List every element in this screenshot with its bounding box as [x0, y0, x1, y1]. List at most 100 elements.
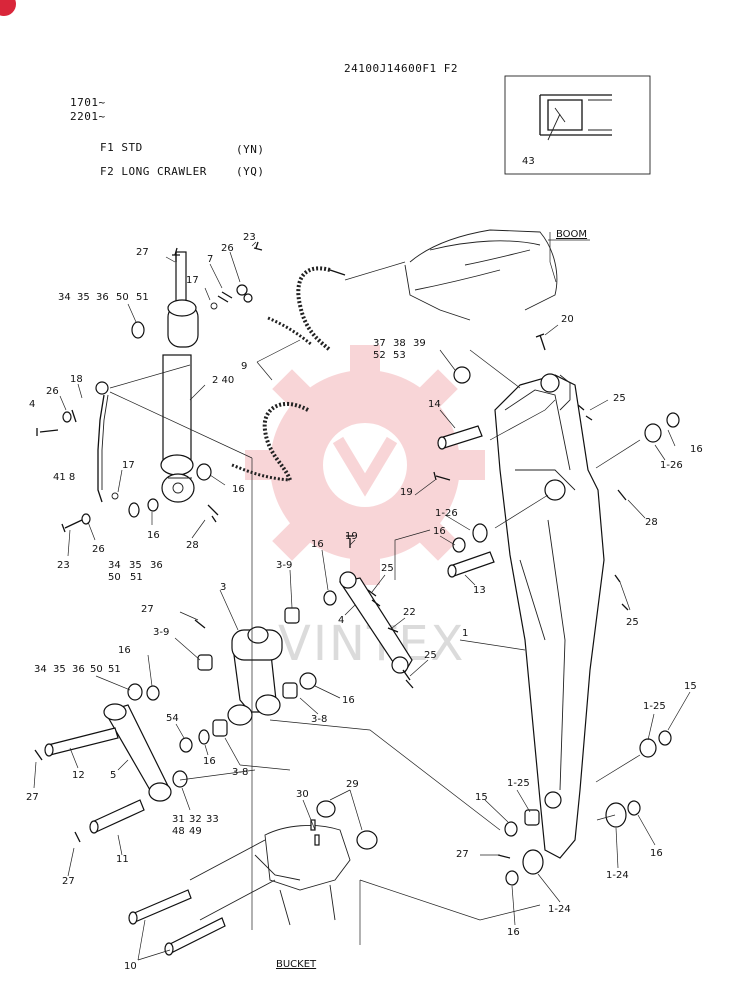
rod-41 — [95, 381, 109, 503]
callout-15: 15 — [684, 681, 697, 692]
callout-9: 9 — [241, 361, 247, 372]
callout-19: 19 — [400, 487, 413, 498]
pin-10 — [128, 889, 226, 956]
callout-16: 16 — [232, 484, 245, 495]
callout-11: 11 — [116, 854, 129, 865]
callout-17: 17 — [186, 275, 199, 286]
callout-35: 35 — [129, 560, 142, 571]
callout-28: 28 — [645, 517, 658, 528]
callout-19: 19 — [345, 531, 358, 542]
callout-52: 52 — [373, 350, 386, 361]
callout-5: 5 — [110, 770, 116, 781]
link-3 — [227, 626, 283, 726]
callout-1-25: 1-25 — [643, 701, 666, 712]
variant-f1-code: (YN) — [236, 143, 265, 156]
callout-27: 27 — [136, 247, 149, 258]
fasteners — [34, 241, 629, 859]
callout-16: 16 — [311, 539, 324, 550]
variant-f2-code: (YQ) — [236, 165, 265, 178]
callout-51: 51 — [108, 664, 121, 675]
callout-16: 16 — [118, 645, 131, 656]
callout-28: 28 — [186, 540, 199, 551]
callout-15: 15 — [475, 792, 488, 803]
callout-1-24: 1-24 — [548, 904, 571, 915]
pin-11 — [89, 799, 145, 834]
callout-27: 27 — [141, 604, 154, 615]
callout-27: 27 — [62, 876, 75, 887]
serial-range-2: 2201~ — [70, 110, 106, 123]
callout-27: 27 — [456, 849, 469, 860]
boom-outline: BOOM — [404, 229, 590, 321]
callout-25: 25 — [626, 617, 639, 628]
callout-39: 39 — [413, 338, 426, 349]
callout-34: 34 — [58, 292, 71, 303]
callout-50: 50 — [90, 664, 103, 675]
pin-14 — [437, 425, 483, 450]
callout-35: 35 — [53, 664, 66, 675]
callout-26: 26 — [92, 544, 105, 555]
callout-50: 50 — [116, 292, 129, 303]
bucket-label: BUCKET — [276, 959, 317, 970]
callout-7: 7 — [207, 254, 213, 265]
bucket-cylinder-2 — [160, 247, 199, 503]
callout-33: 33 — [206, 814, 219, 825]
callout-12: 12 — [72, 770, 85, 781]
callout-53: 53 — [393, 350, 406, 361]
reference-lines — [109, 349, 641, 945]
callout-50: 50 — [108, 572, 121, 583]
callout-49: 49 — [189, 826, 202, 837]
callout-25: 25 — [381, 563, 394, 574]
inset-detail: 43 — [504, 75, 651, 175]
callout-1-26: 1-26 — [435, 508, 458, 519]
callout-29: 29 — [346, 779, 359, 790]
callout-16: 16 — [650, 848, 663, 859]
callout-25: 25 — [424, 650, 437, 661]
callout-32: 32 — [189, 814, 202, 825]
callout-16: 16 — [203, 756, 216, 767]
callout-54: 54 — [166, 713, 179, 724]
part-number: 24100J14600F1 F2 — [344, 62, 458, 75]
callout-1: 1 — [462, 628, 468, 639]
callout-2-40: 2 40 — [212, 375, 234, 386]
inset-callout: 43 — [522, 156, 535, 167]
callout-51: 51 — [136, 292, 149, 303]
arm-1 — [494, 373, 605, 859]
callout-4: 4 — [338, 615, 344, 626]
link-5 — [103, 703, 172, 802]
callout-26: 26 — [46, 386, 59, 397]
callout-23: 23 — [243, 232, 256, 243]
callout-16: 16 — [690, 444, 703, 455]
callout-3-9: 3-9 — [153, 627, 169, 638]
callout-38: 38 — [393, 338, 406, 349]
variant-f2-name: F2 LONG CRAWLER — [100, 165, 207, 178]
callout-37: 37 — [373, 338, 386, 349]
callout-34: 34 — [34, 664, 47, 675]
callout-1-24: 1-24 — [606, 870, 629, 881]
callout-22: 22 — [403, 607, 416, 618]
pin-12 — [44, 727, 119, 757]
callout-31: 31 — [172, 814, 185, 825]
callout-36: 36 — [150, 560, 163, 571]
callout-27: 27 — [26, 792, 39, 803]
watermark-gear-logo — [245, 345, 485, 585]
callout-3-9: 3-9 — [276, 560, 292, 571]
callout-41-8: 41 8 — [53, 472, 75, 483]
callout-26: 26 — [221, 243, 234, 254]
callout-17: 17 — [122, 460, 135, 471]
callout-3-8: 3-8 — [232, 767, 248, 778]
small-parts — [127, 321, 680, 886]
callout-30: 30 — [296, 789, 309, 800]
callout-16: 16 — [342, 695, 355, 706]
callout-13: 13 — [473, 585, 486, 596]
pin-13 — [447, 551, 495, 578]
callout-leaders — [33, 241, 691, 961]
callout-3: 3 — [220, 582, 226, 593]
callout-20: 20 — [561, 314, 574, 325]
bucket-outline: BUCKET — [189, 825, 351, 970]
callout-3-8: 3-8 — [311, 714, 327, 725]
callout-numbers: 27 23 26 7 17 34 35 36 50 51 18 26 4 2 4… — [26, 232, 703, 972]
callout-34: 34 — [108, 560, 121, 571]
callout-10: 10 — [124, 961, 137, 972]
